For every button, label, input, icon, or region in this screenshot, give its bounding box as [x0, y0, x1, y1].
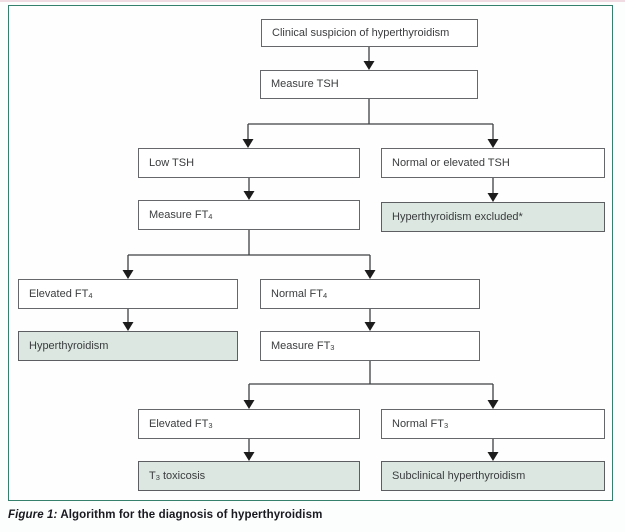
node-label: Clinical suspicion of hyperthyroidism: [272, 26, 450, 39]
node-measure-tsh: Measure TSH: [260, 70, 478, 99]
node-label: Measure TSH: [271, 78, 339, 90]
node-hyperthyroidism: Hyperthyroidism: [18, 331, 238, 361]
node-clinical-suspicion: Clinical suspicion of hyperthyroidism: [261, 19, 478, 47]
figure-caption-text: Algorithm for the diagnosis of hyperthyr…: [57, 509, 323, 521]
node-label: Hyperthyroidism excluded*: [392, 210, 523, 223]
page-top-strip: [0, 0, 625, 2]
node-subclinical-hyperthyroidism: Subclinical hyperthyroidism: [381, 461, 605, 491]
node-label: Measure FT: [271, 339, 331, 352]
node-label: Hyperthyroidism: [29, 339, 109, 352]
node-label: T: [149, 469, 156, 482]
node-label: Low TSH: [149, 156, 195, 169]
node-label: Elevated FT: [29, 287, 89, 300]
node-hyperthyroidism-excluded: Hyperthyroidism excluded*: [381, 202, 605, 232]
figure-caption: Figure 1: Algorithm for the diagnosis of…: [8, 509, 322, 521]
figure-caption-label: Figure 1:: [8, 509, 58, 521]
node-label: Normal or elevated TSH: [392, 156, 510, 169]
node-label: Subclinical hyperthyroidism: [392, 469, 526, 482]
node-label: Elevated FT: [149, 417, 209, 430]
node-normal-or-elevated-tsh: Normal or elevated TSH: [381, 148, 605, 178]
node-label: Normal FT: [392, 417, 444, 430]
node-label: Normal FT: [271, 287, 323, 300]
node-label: Measure FT: [149, 208, 209, 221]
node-low-tsh: Low TSH: [138, 148, 360, 178]
node-label-post: toxicosis: [159, 469, 206, 482]
